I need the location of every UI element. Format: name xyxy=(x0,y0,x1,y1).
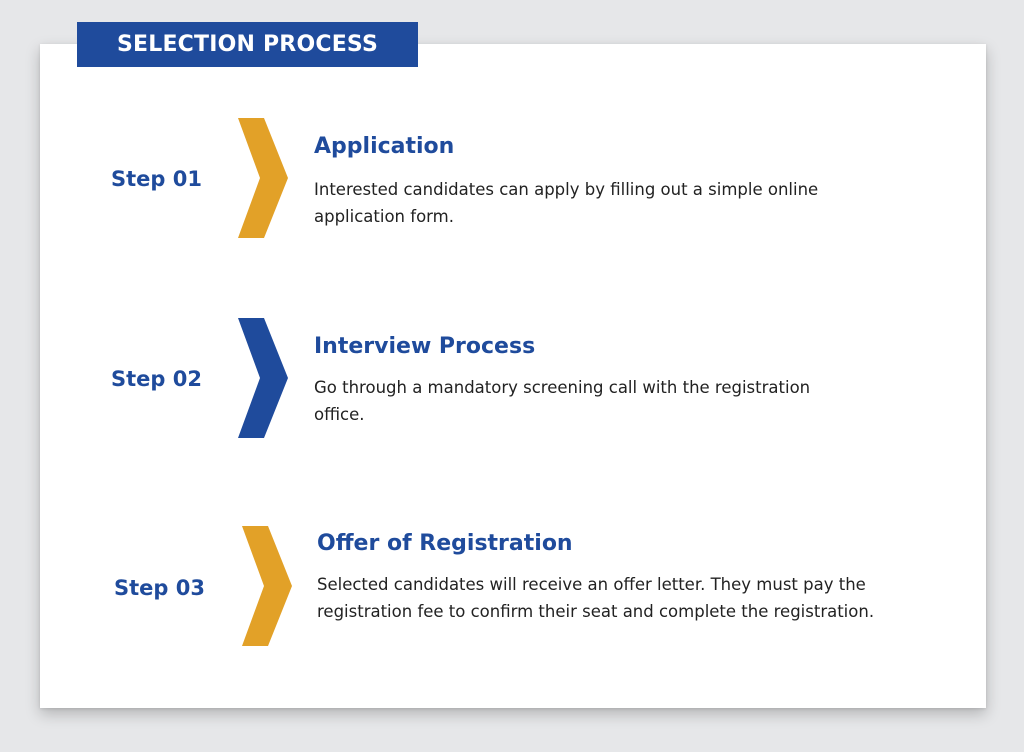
step-03-description: Selected candidates will receive an offe… xyxy=(317,575,875,621)
step-02-description: Go through a mandatory screening call wi… xyxy=(314,378,811,424)
chevron-right-icon-shape xyxy=(238,318,288,438)
chevron-polygon xyxy=(242,526,292,646)
chevron-polygon xyxy=(238,318,288,438)
chevron-right-icon-shape xyxy=(238,118,288,238)
chevron-right-icon xyxy=(236,316,290,440)
chevron-right-icon xyxy=(236,116,290,240)
step-01-heading: Application xyxy=(314,134,455,159)
chevron-polygon xyxy=(238,118,288,238)
chevron-right-icon-shape xyxy=(242,526,292,646)
chevron-right-icon xyxy=(240,524,294,648)
selection-process-card xyxy=(40,44,986,708)
step-01-label: Step 01 xyxy=(111,167,202,191)
step-03-heading: Offer of Registration xyxy=(317,531,573,556)
step-02-label: Step 02 xyxy=(111,367,202,391)
page-title: SELECTION PROCESS xyxy=(77,22,418,67)
step-02-heading: Interview Process xyxy=(314,334,536,359)
step-01-description: Interested candidates can apply by filli… xyxy=(314,180,819,226)
step-03-label: Step 03 xyxy=(114,576,205,600)
